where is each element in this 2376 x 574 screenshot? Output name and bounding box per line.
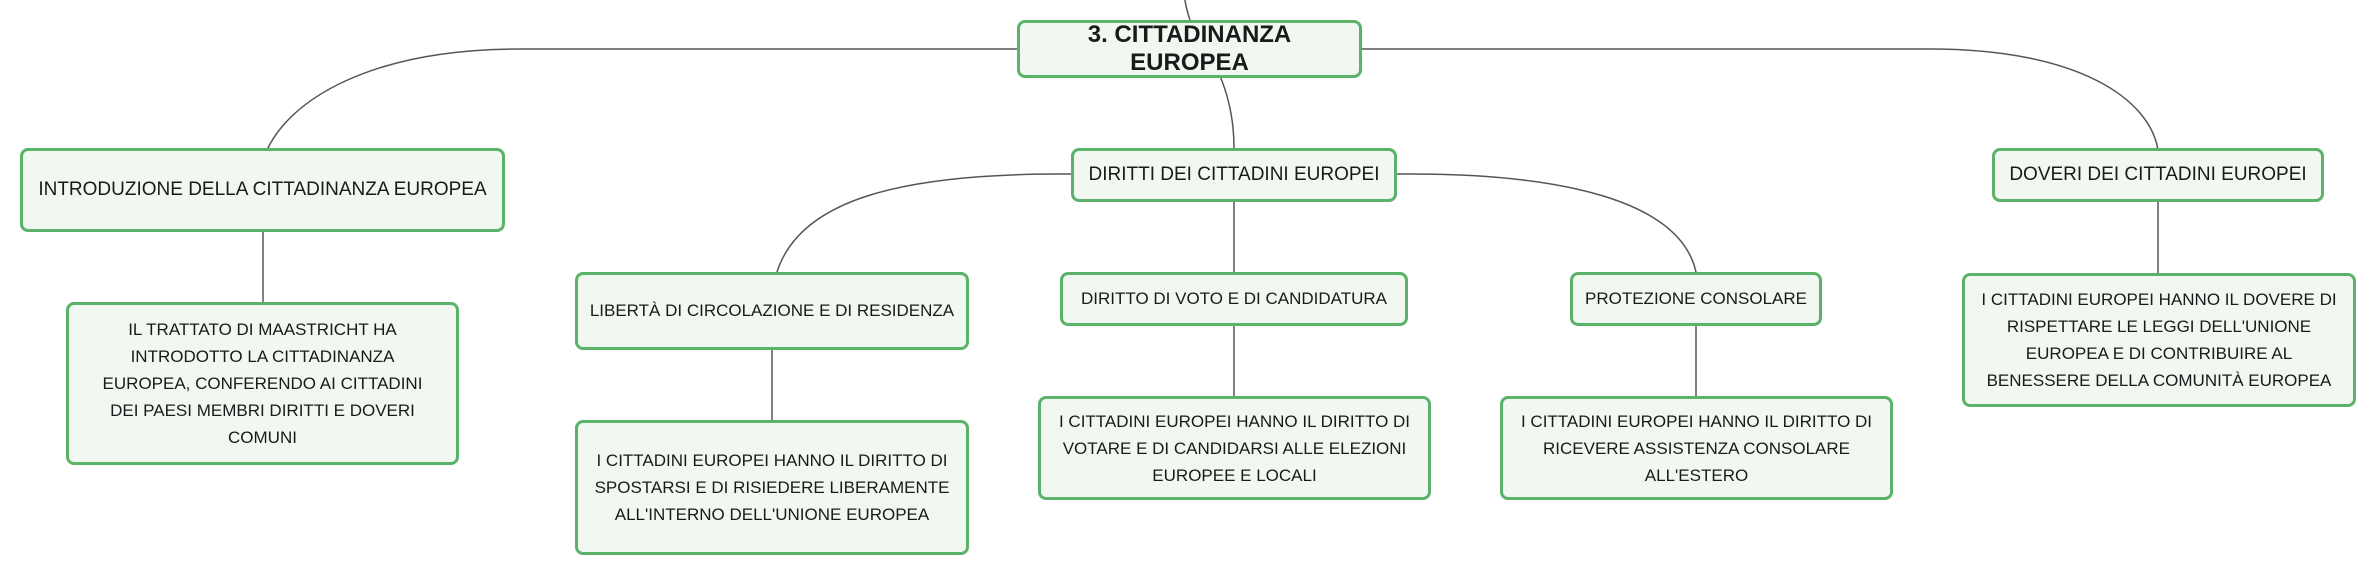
branch-diritti-node[interactable]: DIRITTI DEI CITTADINI EUROPEI	[1071, 148, 1397, 202]
connector-diritti-to-liberta	[776, 173, 1071, 273]
doveri-detail-text: I CITTADINI EUROPEI HANNO IL DOVERE DI R…	[1981, 290, 2337, 390]
protezione-node[interactable]: PROTEZIONE CONSOLARE	[1570, 272, 1822, 326]
doveri-detail-node[interactable]: I CITTADINI EUROPEI HANNO IL DOVERE DI R…	[1962, 273, 2356, 407]
introduzione-detail-node[interactable]: IL TRATTATO DI MAASTRICHT HA INTRODOTTO …	[66, 302, 459, 465]
liberta-detail-node[interactable]: I CITTADINI EUROPEI HANNO IL DIRITTO DI …	[575, 420, 969, 555]
protezione-detail-node[interactable]: I CITTADINI EUROPEI HANNO IL DIRITTO DI …	[1500, 396, 1893, 500]
liberta-node[interactable]: LIBERTÀ DI CIRCOLAZIONE E DI RESIDENZA	[575, 272, 969, 350]
voto-node[interactable]: DIRITTO DI VOTO E DI CANDIDATURA	[1060, 272, 1408, 326]
root-node-label: 3. CITTADINANZA EUROPEA	[1087, 21, 1292, 76]
connector-root-to-doveri	[1362, 48, 2159, 151]
protezione-detail-text: I CITTADINI EUROPEI HANNO IL DIRITTO DI …	[1520, 411, 1873, 485]
liberta-label: LIBERTÀ DI CIRCOLAZIONE E DI RESIDENZA	[589, 301, 955, 320]
root-node[interactable]: 3. CITTADINANZA EUROPEA	[1017, 20, 1362, 78]
branch-diritti-label: DIRITTI DEI CITTADINI EUROPEI	[1088, 164, 1380, 185]
introduzione-detail-text: IL TRATTATO DI MAASTRICHT HA INTRODOTTO …	[102, 320, 423, 447]
branch-introduzione-node[interactable]: INTRODUZIONE DELLA CITTADINANZA EUROPEA	[20, 148, 505, 232]
branch-introduzione-label: INTRODUZIONE DELLA CITTADINANZA EUROPEA	[38, 179, 487, 200]
connector-root-to-introduzione	[266, 48, 1017, 151]
connector-root-to-diritti	[1219, 75, 1235, 149]
liberta-detail-text: I CITTADINI EUROPEI HANNO IL DIRITTO DI …	[594, 451, 950, 524]
voto-label: DIRITTO DI VOTO E DI CANDIDATURA	[1080, 289, 1388, 308]
branch-doveri-label: DOVERI DEI CITTADINI EUROPEI	[2009, 164, 2307, 185]
voto-detail-node[interactable]: I CITTADINI EUROPEI HANNO IL DIRITTO DI …	[1038, 396, 1431, 500]
connector-diritti-to-protezione	[1397, 173, 1697, 273]
protezione-label: PROTEZIONE CONSOLARE	[1585, 289, 1807, 308]
voto-detail-text: I CITTADINI EUROPEI HANNO IL DIRITTO DI …	[1058, 411, 1411, 485]
branch-doveri-node[interactable]: DOVERI DEI CITTADINI EUROPEI	[1992, 148, 2324, 202]
connector-parent-to-root	[1184, 0, 1191, 21]
